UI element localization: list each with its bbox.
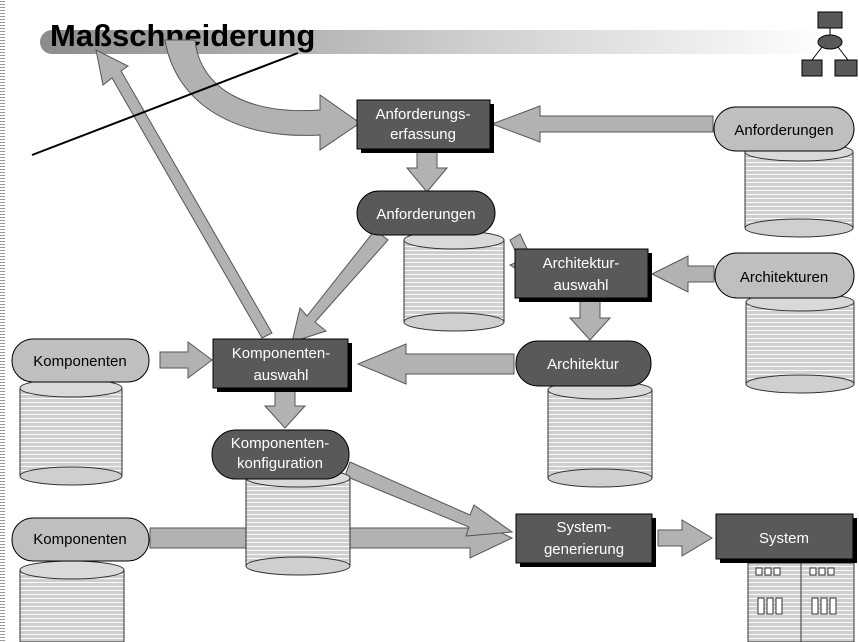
process-label: auswahl [253, 367, 308, 384]
process-anforderungserfassung: Anforderungs- erfassung [356, 99, 494, 153]
svg-text:Anforderungen: Anforderungen [376, 206, 475, 223]
process-label: Anforderungs- [375, 106, 470, 123]
svg-text:konfiguration: konfiguration [237, 455, 323, 472]
arrow-architekturen-to-auswahl [650, 255, 715, 293]
server-rack [747, 562, 855, 642]
left-edge-stripe [0, 0, 5, 642]
flowchart-icon [801, 11, 858, 77]
process-system: System [715, 513, 857, 563]
process-label: System [759, 530, 809, 547]
process-label: erfassung [390, 126, 456, 143]
cylinder-architektur [547, 380, 653, 488]
process-label: auswahl [553, 277, 608, 294]
process-komponentenauswahl: Komponenten- auswahl [212, 338, 352, 392]
process-label: System- [556, 519, 611, 536]
svg-text:Architektur: Architektur [547, 356, 619, 373]
arrow-erfassung-to-anforderungen [405, 147, 449, 193]
process-architekturauswahl: Architektur- auswahl [514, 248, 652, 302]
store-komponentenkonfiguration: Komponenten- konfiguration [211, 429, 350, 480]
arrow-auswahl-to-konfiguration [263, 389, 307, 429]
title-bar [40, 30, 830, 54]
arrow-anforderungen-to-erfassung [490, 105, 714, 143]
svg-text:Komponenten-: Komponenten- [231, 435, 329, 452]
store-anforderungen-input: Anforderungen [713, 106, 855, 152]
arrow-architektur-to-komponentenauswahl [356, 343, 515, 385]
arrow-anforderungen-to-komponentenauswahl [291, 229, 389, 343]
svg-text:Komponenten: Komponenten [33, 353, 126, 370]
svg-text:Komponenten: Komponenten [33, 531, 126, 548]
curved-arrow [164, 39, 361, 151]
arrow-feedback-to-title [95, 49, 273, 339]
strike-line [31, 52, 299, 156]
cylinder-architekturen [745, 292, 855, 394]
cylinder-komponenten-top [19, 378, 123, 486]
process-systemgenerierung: System- generierung [515, 513, 656, 567]
arrow-auswahl-to-architektur [568, 299, 612, 341]
process-label: generierung [544, 541, 624, 558]
cylinder-anforderungen [403, 230, 505, 332]
arrow-konfiguration-to-generierung [344, 461, 514, 537]
cylinder-komponentenkonfiguration [245, 468, 351, 576]
cylinder-anforderungen-input [744, 142, 854, 238]
store-komponenten-top: Komponenten [11, 338, 150, 383]
store-architektur: Architektur [515, 340, 652, 387]
process-label: Architektur- [543, 255, 620, 272]
store-anforderungen: Anforderungen [356, 190, 496, 236]
store-komponenten-bottom: Komponenten [11, 517, 150, 562]
arrow-generierung-to-system [657, 519, 713, 557]
process-label: Komponenten- [232, 345, 330, 362]
svg-text:Anforderungen: Anforderungen [734, 122, 833, 139]
arrow-komponenten-to-auswahl [159, 341, 213, 379]
cylinder-komponenten-bottom [19, 560, 125, 642]
store-architekturen: Architekturen [714, 252, 855, 299]
svg-text:Architekturen: Architekturen [740, 269, 828, 286]
